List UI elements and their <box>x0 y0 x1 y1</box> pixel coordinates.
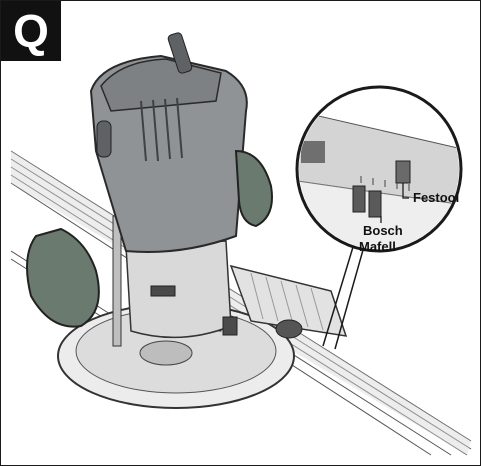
magnifier-detail <box>299 110 459 249</box>
handle-left <box>26 227 100 328</box>
depth-clamp <box>150 285 176 297</box>
adjustment-knob <box>275 319 303 339</box>
router-lower-housing <box>125 240 232 339</box>
label-festool: Festool <box>413 190 460 205</box>
guide-adapter-plate <box>229 264 348 337</box>
cooling-vents <box>140 97 183 162</box>
speed-dial <box>96 120 112 158</box>
callout-pointer <box>322 246 364 350</box>
base-opening <box>139 340 193 366</box>
label-mafell: Mafell <box>359 239 396 254</box>
motor-top-cap <box>100 58 222 112</box>
plunge-column-left <box>112 215 122 347</box>
guide-clamp <box>222 316 238 336</box>
top-lever <box>167 32 193 74</box>
handle-right <box>234 149 273 228</box>
figure-badge: Q <box>1 1 61 61</box>
adapter-ribs <box>250 272 324 331</box>
label-bosch: Bosch <box>363 223 403 238</box>
